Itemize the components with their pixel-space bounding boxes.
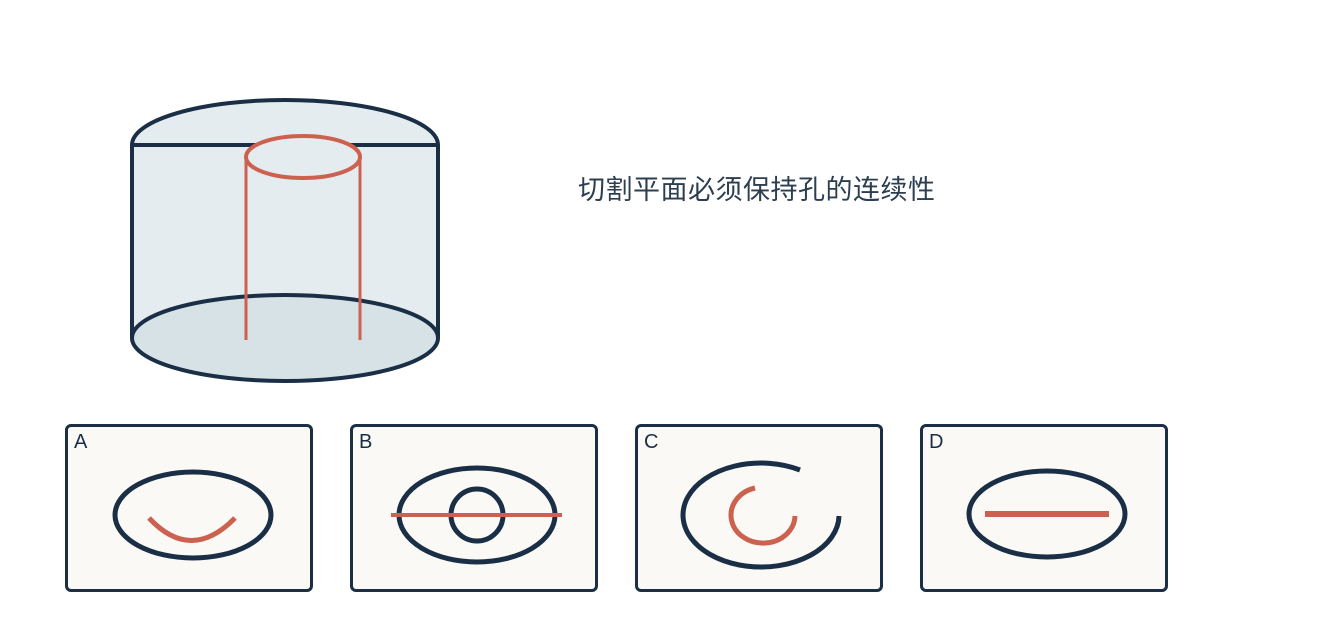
cylinder-base-ellipse: [130, 293, 440, 383]
open-ellipse-with-open-arc-icon: [680, 460, 842, 570]
ellipse-with-inner-circle-and-line-icon: [391, 465, 562, 565]
hole-top-ellipse: [244, 134, 362, 180]
cylinder-top-cap: [129, 98, 441, 147]
option-b-card[interactable]: B: [350, 424, 598, 592]
ellipse-with-lower-arc-icon: [112, 469, 274, 561]
option-a-letter: A: [74, 431, 88, 453]
option-d-card[interactable]: D: [920, 424, 1168, 592]
option-b-letter: B: [359, 431, 373, 453]
option-c-card[interactable]: C: [635, 424, 883, 592]
option-c-letter: C: [644, 431, 659, 453]
puzzle-caption: 切割平面必须保持孔的连续性: [578, 175, 936, 206]
cylinder-with-hole-figure: [129, 98, 441, 383]
ellipse-with-horizontal-line-icon: [966, 468, 1128, 560]
option-a-card[interactable]: A: [65, 424, 313, 592]
option-d-letter: D: [929, 431, 944, 453]
